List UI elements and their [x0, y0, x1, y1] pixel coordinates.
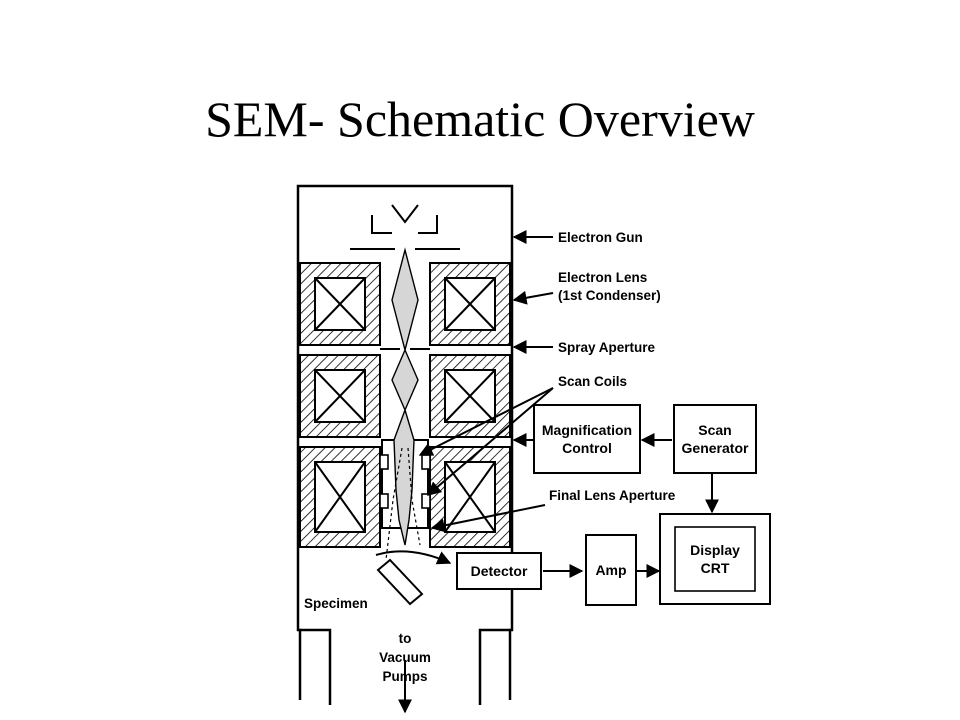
- specimen: [376, 558, 424, 606]
- label-arrows: [375, 230, 554, 565]
- final-lens: [299, 446, 511, 548]
- amp-label: Amp: [595, 562, 626, 578]
- slide-title: SEM- Schematic Overview: [205, 91, 755, 147]
- electron-beam: [391, 247, 419, 546]
- column-outline: [296, 184, 514, 700]
- electron-gun: [350, 204, 460, 250]
- electron-lens-label: Electron Lens: [558, 270, 647, 285]
- display-label-1: Display: [690, 542, 740, 558]
- condenser-label: (1st Condenser): [558, 288, 661, 303]
- scan-generator-label-2: Generator: [682, 440, 749, 456]
- electron-lens-upper: [299, 262, 511, 346]
- magnification-control-box: Magnification Control: [533, 404, 641, 474]
- scan-generator-box: Scan Generator: [673, 404, 757, 474]
- electron-lens-middle: [299, 354, 511, 438]
- to-label: to: [399, 631, 412, 646]
- specimen-label: Specimen: [304, 596, 368, 611]
- electron-gun-label: Electron Gun: [558, 230, 643, 245]
- magnification-label-1: Magnification: [542, 422, 632, 438]
- detector-box: Detector: [456, 552, 542, 590]
- scan-coils-label: Scan Coils: [558, 374, 627, 389]
- pumps-label: Pumps: [382, 669, 427, 684]
- display-crt-box: Display CRT: [659, 513, 771, 605]
- vacuum-port: [300, 628, 510, 705]
- amp-box: Amp: [585, 534, 637, 606]
- magnification-label-2: Control: [562, 440, 612, 456]
- final-lens-aperture-label: Final Lens Aperture: [549, 488, 676, 503]
- display-label-2: CRT: [701, 560, 730, 576]
- signal-arrows: [398, 433, 719, 714]
- vacuum-label: Vacuum: [379, 650, 431, 665]
- spray-aperture-label: Spray Aperture: [558, 340, 656, 355]
- scan-generator-label-1: Scan: [698, 422, 731, 438]
- detector-label: Detector: [471, 563, 528, 579]
